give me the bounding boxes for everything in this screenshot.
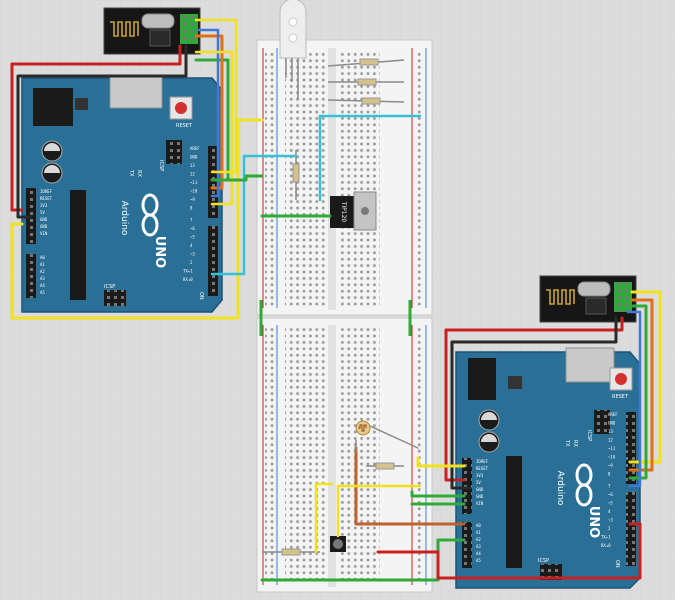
resistor-photoresistor <box>366 462 404 470</box>
nrf24-radio-module-bottom <box>539 275 637 323</box>
icsp-label: ICSP <box>158 160 164 171</box>
icsp-label: ICSP <box>586 430 592 441</box>
wires <box>10 18 662 582</box>
wire-right-red-bottom <box>376 522 642 580</box>
brand-label: Arduino <box>119 201 129 236</box>
wire-left-blue <box>196 28 220 198</box>
wire-right-gnd-green <box>410 490 466 498</box>
tip120-label: TIP120 <box>340 201 347 223</box>
nrf24-radio-module-top <box>103 7 201 55</box>
brand-label: Arduino <box>555 471 565 506</box>
rx-label: RX <box>572 440 578 447</box>
wire-left-yellow-nrf <box>194 50 234 206</box>
wire-right-gnd-black <box>450 316 618 490</box>
model-label: UNO <box>586 506 601 539</box>
wire-right-blue <box>626 310 642 488</box>
resistor-vertical-top <box>292 150 300 200</box>
icsp-bottom-label: ICSP <box>104 284 115 290</box>
reset-label: RESET <box>176 123 193 129</box>
wire-bb-grey <box>369 425 419 449</box>
wire-left-green-bb <box>210 174 264 182</box>
tip120-transistor: TIP120 <box>330 191 377 231</box>
atmega-chip <box>70 190 86 300</box>
wire-right-green <box>628 304 648 480</box>
wire-left-3v3-red <box>10 44 182 212</box>
push-button <box>330 536 346 552</box>
rx-label: RX <box>136 170 142 177</box>
tx-label: TX <box>564 439 570 447</box>
reset-label: RESET <box>612 394 629 400</box>
tx-label: TX <box>128 169 134 177</box>
arduino-uno-right: RESET ICSP TX RX Arduino UNO ON ICSP IOR… <box>455 347 641 589</box>
photoresistor <box>355 420 371 436</box>
wire-right-a0-orange <box>354 446 466 526</box>
rgb-led <box>279 0 307 100</box>
wire-bb-yellow-button <box>336 484 422 538</box>
rail-jumpers <box>259 300 412 336</box>
arduino-logo-icon <box>575 463 593 507</box>
on-label: ON <box>614 560 620 568</box>
wire-left-cyan <box>210 154 298 276</box>
reset-button-icon <box>615 373 627 385</box>
led-resistors <box>327 58 405 105</box>
icsp-bottom-label: ICSP <box>538 558 549 564</box>
breadboard-top <box>256 39 433 316</box>
resistor-button <box>262 548 320 556</box>
wire-left-yellow-2 <box>194 18 238 174</box>
model-label: UNO <box>152 236 167 269</box>
wire-bb-yellow-2 <box>314 482 334 554</box>
atmega-chip <box>506 456 522 568</box>
wire-left-5v-yellow <box>10 118 264 320</box>
wire-right-5v-yellow <box>416 456 466 468</box>
wire-left-gnd-black <box>16 44 188 219</box>
reset-button-icon <box>175 102 187 114</box>
arduino-logo-icon <box>141 193 159 237</box>
arduino-uno-left: RESET ICSP TX RX Arduino UNO ON ICSP IOR… <box>21 75 223 313</box>
on-label: ON <box>198 292 204 300</box>
